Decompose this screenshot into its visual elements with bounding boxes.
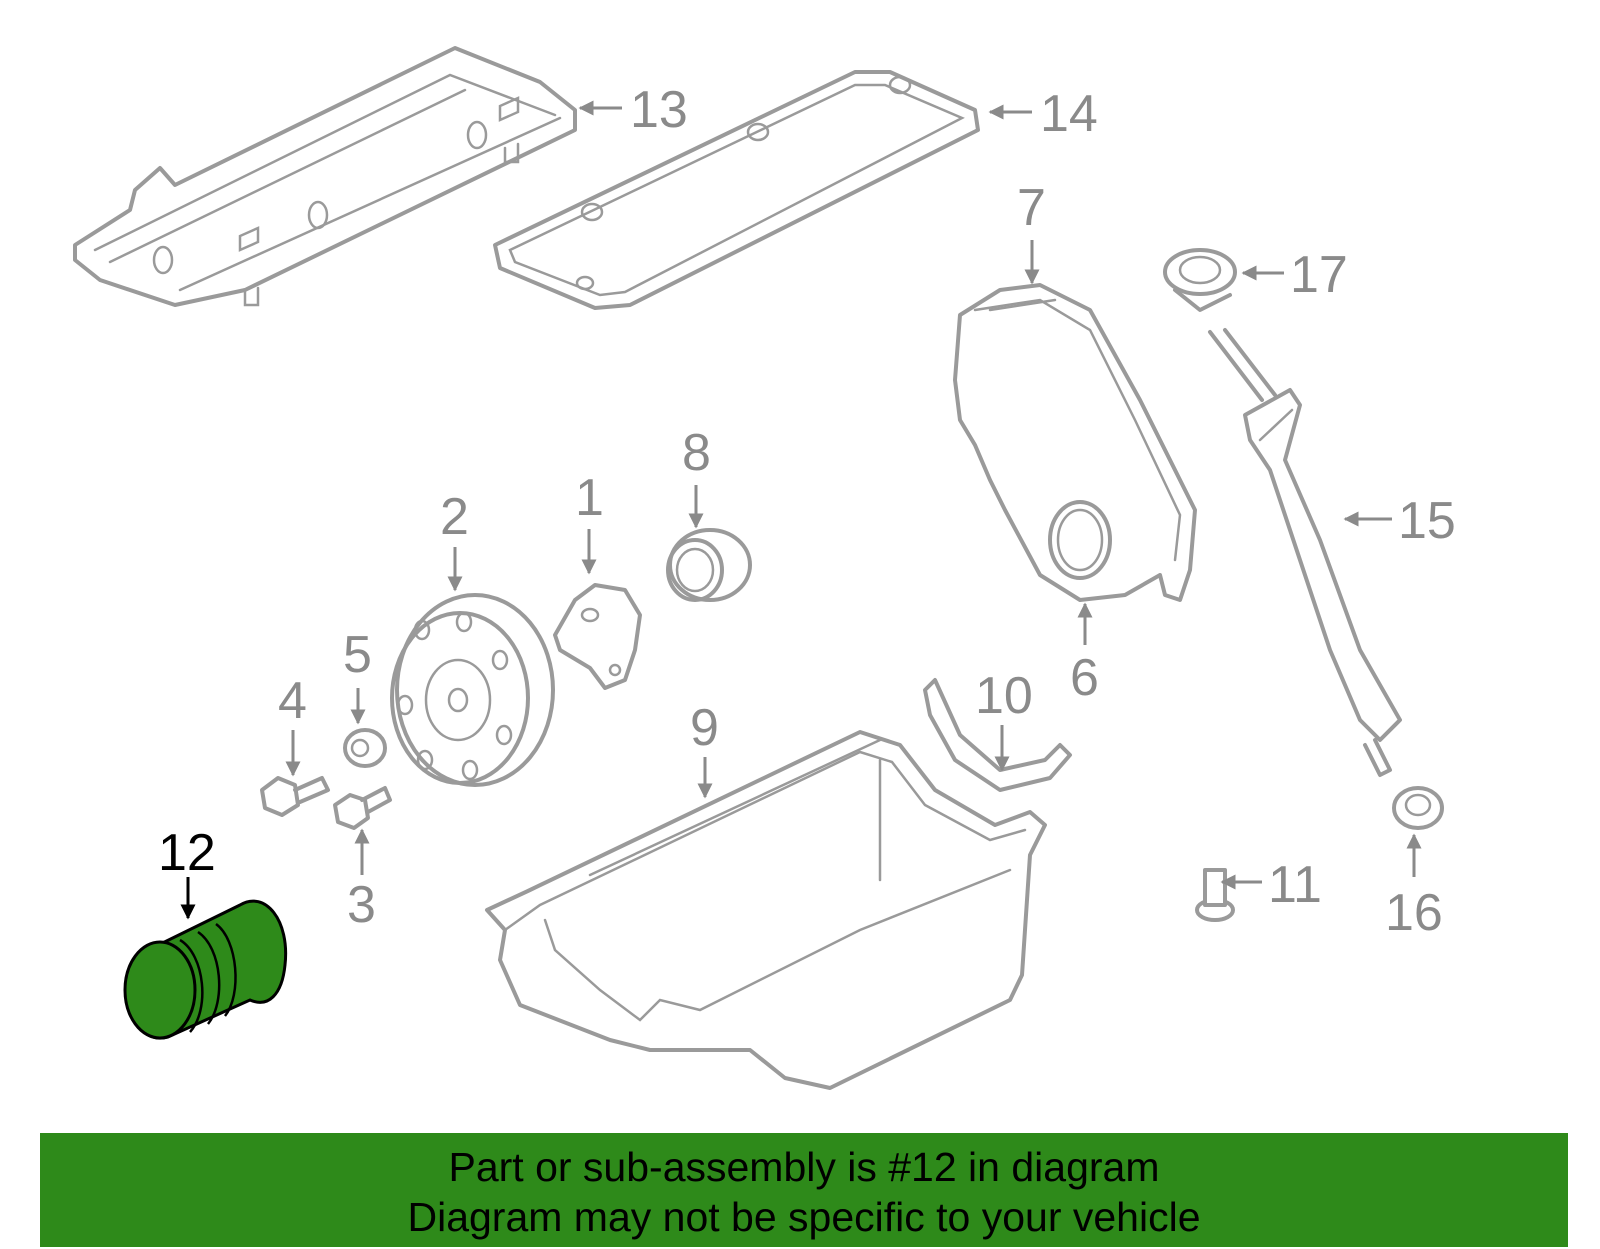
stud-part-11 bbox=[1195, 868, 1235, 922]
banner-line-2: Diagram may not be specific to your vehi… bbox=[407, 1194, 1201, 1240]
leader-lines bbox=[180, 100, 1422, 920]
valve-cover-part-13 bbox=[73, 46, 577, 307]
callout-9: 9 bbox=[690, 699, 719, 757]
callout-11: 11 bbox=[1268, 856, 1322, 914]
callout-17: 17 bbox=[1290, 246, 1348, 304]
valve-cover-gasket-part-14 bbox=[493, 70, 980, 310]
callout-5: 5 bbox=[343, 626, 372, 684]
callout-12: 12 bbox=[158, 824, 216, 882]
callout-3: 3 bbox=[347, 876, 376, 934]
bolt-part-4 bbox=[260, 776, 330, 817]
timing-cover-part-7 bbox=[953, 283, 1197, 602]
pan-seal-part-10 bbox=[923, 678, 1072, 792]
callout-7: 7 bbox=[1017, 179, 1046, 237]
washer-part-5 bbox=[343, 728, 387, 768]
callout-6: 6 bbox=[1070, 649, 1099, 707]
callout-10: 10 bbox=[975, 667, 1033, 725]
callout-1: 1 bbox=[575, 469, 604, 527]
oil-filter-part-12 bbox=[123, 899, 288, 1040]
callout-2: 2 bbox=[440, 488, 469, 546]
dipstick-tube-part-15 bbox=[1208, 328, 1402, 777]
info-banner: Part or sub-assembly is #12 in diagram D… bbox=[40, 1133, 1568, 1247]
banner-line-1: Part or sub-assembly is #12 in diagram bbox=[448, 1144, 1160, 1190]
dipstick-cap-part-17 bbox=[1163, 248, 1237, 312]
callout-15: 15 bbox=[1398, 492, 1456, 550]
oil-pan-part-9 bbox=[485, 730, 1047, 1090]
callout-8: 8 bbox=[682, 424, 711, 482]
callout-13: 13 bbox=[630, 81, 688, 139]
parts-diagram: 13 14 7 17 15 8 1 2 6 5 4 10 9 11 16 3 1… bbox=[73, 46, 1456, 1090]
seal-part-8 bbox=[666, 528, 752, 602]
pulley-part-2 bbox=[390, 593, 555, 787]
callout-14: 14 bbox=[1040, 85, 1098, 143]
pump-part-1 bbox=[553, 583, 642, 690]
bolt-part-3 bbox=[333, 786, 392, 830]
grommet-part-16 bbox=[1392, 786, 1444, 830]
callout-16: 16 bbox=[1385, 884, 1443, 942]
callout-4: 4 bbox=[278, 672, 307, 730]
